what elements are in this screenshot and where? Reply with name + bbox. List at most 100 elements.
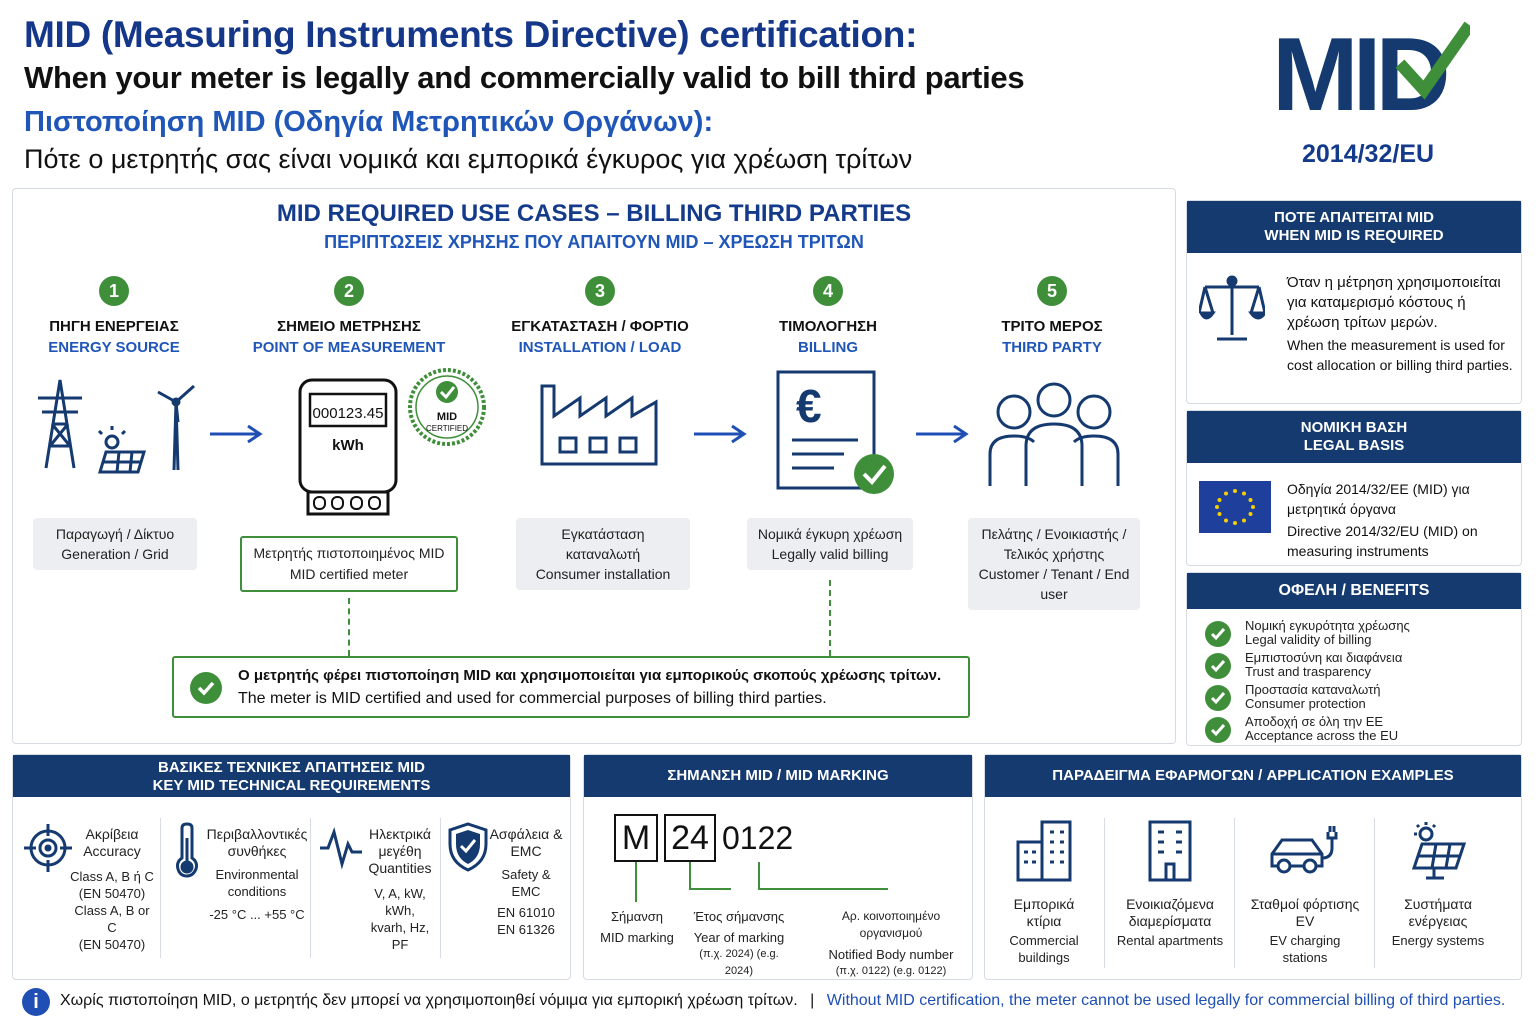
label-en: Notified Body number <box>828 947 954 962</box>
step-label-en: INSTALLATION / LOAD <box>518 339 682 356</box>
footer-text-en: Without MID certification, the meter can… <box>826 992 1506 1009</box>
connector-line <box>348 598 350 656</box>
step-label-en: ENERGY SOURCE <box>48 339 180 356</box>
benefit-item: Προστασία καταναλωτή Consumer protection <box>1205 683 1515 715</box>
use-cases-title: MID REQUIRED USE CASES – BILLING THIRD P… <box>276 200 912 227</box>
page-title-en: MID (Measuring Instruments Directive) ce… <box>24 14 918 55</box>
invoice-icon: € <box>774 370 904 496</box>
tech-detail: kvarh, Hz, PF <box>370 920 430 952</box>
example-rental: Ενοικιαζόμενα διαμερίσματα Rental apartm… <box>1116 896 1224 949</box>
step-3: 3 ΕΓΚΑΤΑΣΤΑΣΗ / ΦΟΡΤΙΟ INSTALLATION / LO… <box>490 276 710 356</box>
box-text-gr: Πελάτης / Ενοικιαστής / Τελικός χρήστης <box>981 526 1127 562</box>
energy-source-icon <box>32 372 202 484</box>
marking-notified-body: 0122 <box>722 820 794 856</box>
tech-detail: Class A, B or C <box>74 903 150 935</box>
step-box-2: Μετρητής πιστοποιημένος MID MID certifie… <box>240 536 458 592</box>
box-text-en: Legally valid billing <box>771 546 889 562</box>
label-gr: Σήμανση <box>610 909 664 924</box>
check-icon <box>1205 717 1231 743</box>
tech-item-environment: Περιβαλλοντικές συνθήκες Environmental c… <box>206 826 308 923</box>
step-2: 2 ΣΗΜΕΙΟ ΜΕΤΡΗΣΗΣ POINT OF MEASUREMENT <box>239 276 459 356</box>
benefits-list: Νομική εγκυρότητα χρέωσης Legal validity… <box>1205 619 1515 747</box>
divider <box>1374 818 1375 968</box>
tech-item-quantities: Ηλεκτρικά μεγέθη Quantities V, A, kW, kW… <box>362 826 438 953</box>
step-4: 4 ΤΙΜΟΛΟΓΗΣΗ BILLING <box>718 276 938 356</box>
divider <box>310 818 311 958</box>
step-label-gr: ΣΗΜΕΙΟ ΜΕΤΡΗΣΗΣ <box>277 318 421 335</box>
header-en: KEY MID TECHNICAL REQUIREMENTS <box>152 777 431 794</box>
eu-flag-icon <box>1199 481 1271 533</box>
example-en: Energy systems <box>1391 933 1485 948</box>
step-1: 1 ΠΗΓΗ ΕΝΕΡΓΕΙΑΣ ENERGY SOURCE <box>4 276 224 356</box>
label-example: (π.χ. 0122) (e.g. 0122) <box>835 965 947 977</box>
step-box-4: Νομικά έγκυρη χρέωση Legally valid billi… <box>747 518 913 570</box>
step-number: 1 <box>99 276 129 306</box>
footer-separator: | <box>810 992 815 1009</box>
box-text-gr: Εγκατάσταση καταναλωτή <box>561 526 645 562</box>
benefit-gr: Προστασία καταναλωτή <box>1245 682 1381 697</box>
tech-title-gr: Ηλεκτρικά μεγέθη <box>369 826 431 859</box>
factory-icon <box>538 378 660 468</box>
tech-detail: (EN 50470) <box>78 886 146 901</box>
when-required-panel: ΠΟΤΕ ΑΠΑΙΤΕΙΤΑΙ MID WHEN MID IS REQUIRED… <box>1186 200 1522 404</box>
label-example: (π.χ. 2024) (e.g. 2024) <box>699 948 779 977</box>
tech-item-accuracy: Ακρίβεια Accuracy Class A, B ή C (EN 504… <box>70 826 154 953</box>
meter-icon: 000123.45 kWh <box>296 376 400 518</box>
divider <box>440 818 441 958</box>
connector-line <box>829 580 831 656</box>
tech-detail: EN 61326 <box>497 922 555 937</box>
tech-title-gr: Ασφάλεια & <box>489 826 563 842</box>
example-en: Commercial buildings <box>1009 933 1079 965</box>
marking-pointer <box>635 862 637 902</box>
step-box-1: Παραγωγή / Δίκτυο Generation / Grid <box>33 518 197 570</box>
divider <box>1234 818 1235 968</box>
label-en: Year of marking <box>693 930 785 945</box>
tech-title-en: Accuracy <box>83 843 141 859</box>
marking-panel: ΣΗΜΑΝΣΗ MID / MID MARKING <box>583 754 973 980</box>
example-gr: Ενοικιαζόμενα διαμερίσματα <box>1126 896 1214 929</box>
benefit-en: Legal validity of billing <box>1245 632 1372 647</box>
example-commercial: Εμπορικά κτίρια Commercial buildings <box>1000 896 1088 966</box>
tech-title-gr: Ακρίβεια <box>85 826 139 842</box>
header-gr: ΒΑΣΙΚΕΣ ΤΕΧΝΙΚΕΣ ΑΠΑΙΤΗΣΕΙΣ MID <box>158 759 425 776</box>
step-label-en: BILLING <box>798 339 858 356</box>
footer-note: Χωρίς πιστοποίηση MID, ο μετρητής δεν μπ… <box>60 992 1505 1010</box>
step-label-gr: ΕΓΚΑΤΑΣΤΑΣΗ / ΦΟΡΤΙΟ <box>511 318 689 335</box>
header-gr: ΠΟΤΕ ΑΠΑΙΤΕΙΤΑΙ MID <box>1274 209 1434 226</box>
tech-detail: Safety & EMC <box>501 867 551 899</box>
ev-car-icon <box>1268 822 1344 878</box>
note-text-gr: Ο μετρητής φέρει πιστοποίηση MID και χρη… <box>238 667 942 684</box>
arrow-icon <box>912 422 972 446</box>
check-icon <box>190 672 222 704</box>
example-gr: Συστήματα ενέργειας <box>1404 896 1472 929</box>
tech-detail: V, A, kW, kWh, <box>374 886 426 918</box>
apartment-building-icon <box>1146 818 1194 882</box>
euro-symbol: € <box>796 380 822 432</box>
box-text-gr: Νομικά έγκυρη χρέωση <box>757 526 903 542</box>
legal-basis-text-gr: Οδηγία 2014/32/ΕΕ (MID) για μετρητικά όρ… <box>1287 481 1470 517</box>
example-en: Rental apartments <box>1116 933 1224 948</box>
page-subtitle-en: When your meter is legally and commercia… <box>24 60 1025 95</box>
info-icon: i <box>22 988 50 1016</box>
marking-pointer <box>689 862 731 890</box>
benefit-item: Αποδοχή σε όλη την ΕΕ Acceptance across … <box>1205 715 1515 747</box>
legal-basis-header: ΝΟΜΙΚΗ ΒΑΣΗ LEGAL BASIS <box>1187 411 1521 463</box>
office-building-icon <box>1014 818 1074 882</box>
marking-year: 24 <box>664 814 716 862</box>
benefit-item: Εμπιστοσύνη και διαφάνεια Trust and tras… <box>1205 651 1515 683</box>
people-icon <box>984 380 1124 490</box>
divider <box>160 818 161 958</box>
benefit-gr: Νομική εγκυρότητα χρέωσης <box>1245 618 1410 633</box>
benefits-header: ΟΦΕΛΗ / BENEFITS <box>1187 573 1521 609</box>
arrow-icon <box>690 422 750 446</box>
tech-detail: Class A, B ή C <box>70 869 154 884</box>
label-en: MID marking <box>600 930 674 945</box>
page-subtitle-gr: Πότε ο μετρητής σας είναι νομικά και εμπ… <box>24 144 913 174</box>
label-gr: Αρ. κοινοποιημένο οργανισμού <box>841 909 941 940</box>
arrow-icon <box>206 422 266 446</box>
marking-label-1: Σήμανση MID marking <box>598 908 676 946</box>
examples-header: ΠΑΡΑΔΕΙΓΜΑ ΕΦΑΡΜΟΓΩΝ / APPLICATION EXAMP… <box>985 755 1521 797</box>
tech-title-en: EMC <box>510 843 542 859</box>
step-label-en: POINT OF MEASUREMENT <box>252 339 446 356</box>
when-required-header: ΠΟΤΕ ΑΠΑΙΤΕΙΤΑΙ MID WHEN MID IS REQUIRED <box>1187 201 1521 253</box>
